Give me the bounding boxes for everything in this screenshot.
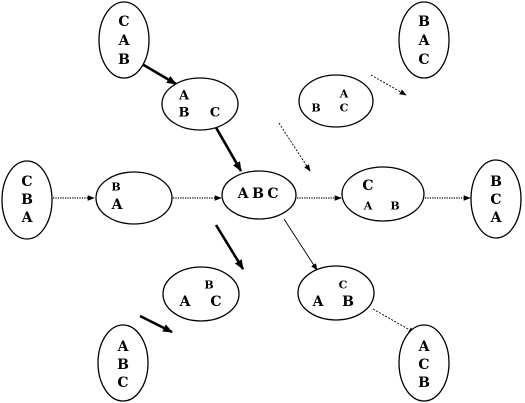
node-bca-vertical: B C A [470, 159, 522, 239]
arrow-abc-pair-to-center [212, 123, 243, 172]
arrow-cab-to-abc-pair [141, 62, 177, 86]
arrow-upper-to-center [278, 122, 311, 172]
node-label: A [312, 294, 325, 310]
node-ba-stack: B A [95, 171, 173, 225]
node-a-bc-left: B A C [162, 266, 240, 322]
arrow-bac-pair-to-bac [370, 74, 407, 96]
node-label: B [418, 375, 430, 391]
node-label: C [418, 52, 429, 68]
node-label: A [237, 186, 250, 202]
arrows [53, 62, 471, 334]
arrow-lower-thick [214, 224, 245, 270]
node-bac-vertical: B A C [398, 1, 450, 79]
node-label: B [418, 14, 430, 30]
node-label: C [267, 186, 278, 202]
node-label: A [418, 339, 431, 355]
node-label: B [21, 192, 33, 208]
node-label: A [179, 294, 192, 310]
node-label: B [342, 294, 354, 310]
node-label: B [118, 52, 130, 68]
node-label: B [111, 181, 120, 194]
node-b-ac: A B C [298, 74, 374, 128]
node-cba-vertical: C B A [1, 160, 53, 240]
node-label: B [490, 174, 502, 190]
node-abc-row: A B C [221, 170, 297, 220]
node-label: B [252, 186, 264, 202]
node-label: C [118, 14, 129, 30]
node-acb-vertical: A C B [398, 324, 450, 402]
node-label: C [340, 102, 349, 115]
node-label: A [21, 210, 34, 226]
arrow-pair-to-acb [372, 308, 416, 334]
node-label: C [339, 279, 348, 292]
node-label: A [117, 339, 130, 355]
node-label: A [339, 88, 349, 101]
node-label: C [210, 294, 221, 310]
node-label: B [390, 200, 399, 213]
node-label: C [21, 174, 32, 190]
node-label: A [178, 89, 190, 104]
node-abc-vertical: A B C [97, 324, 149, 402]
node-label: C [362, 178, 373, 194]
node-label: C [418, 357, 429, 373]
arrow-abc-vertical-to-pair [139, 314, 173, 334]
node-label: B [117, 357, 129, 373]
node-label: B [311, 102, 320, 115]
node-label: B [179, 106, 190, 121]
node-label: A [490, 210, 503, 226]
arrow-center-to-acb-pair [283, 218, 318, 271]
node-cab-vertical: C A B [98, 1, 150, 79]
node-label: A [363, 200, 373, 213]
node-ab-c: A B C [161, 77, 239, 131]
node-a-cb-right: C A B [297, 265, 375, 321]
node-label: B [204, 279, 213, 292]
node-label: A [111, 197, 124, 213]
node-label: A [418, 33, 431, 49]
node-c-ab: C A B [341, 166, 425, 222]
node-label: C [117, 375, 128, 391]
node-label: C [490, 192, 501, 208]
node-label: A [118, 33, 131, 49]
node-label: C [210, 106, 220, 121]
